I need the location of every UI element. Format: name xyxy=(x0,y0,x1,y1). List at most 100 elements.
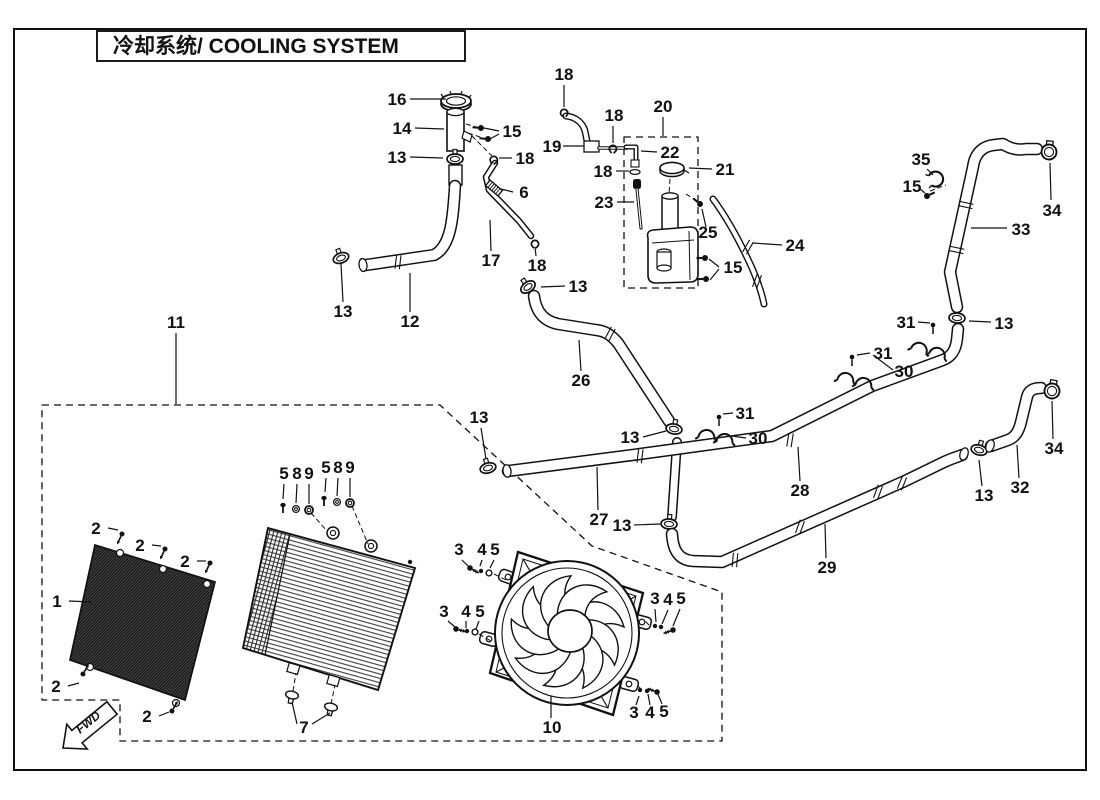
hose-27-28 xyxy=(501,322,965,478)
leader-line xyxy=(447,620,456,628)
part-number-31: 31 xyxy=(736,404,755,423)
leader-line xyxy=(701,208,707,228)
assembly-dash-line xyxy=(351,505,369,545)
reservoir-cap-21 xyxy=(659,161,690,178)
leader-line xyxy=(291,701,298,725)
bolt-15 xyxy=(921,188,938,202)
part-number-26: 26 xyxy=(572,371,591,390)
part-number-34: 34 xyxy=(1045,439,1064,458)
leader-line xyxy=(414,127,445,130)
page-border xyxy=(13,28,1087,771)
part-number-35: 35 xyxy=(912,150,931,169)
assembly-dash-line xyxy=(467,132,487,140)
leader-line xyxy=(661,609,669,625)
leader-line xyxy=(640,150,658,153)
part-number-4: 4 xyxy=(663,590,673,609)
assembly-dash-line xyxy=(685,193,698,202)
fan-assembly xyxy=(478,550,653,717)
part-number-9: 9 xyxy=(304,464,313,483)
assembly-dash-line xyxy=(642,618,650,626)
leader-line xyxy=(336,477,339,497)
hose-29 xyxy=(665,447,969,569)
filler-neck xyxy=(446,107,473,152)
part-number-12: 12 xyxy=(401,312,420,331)
leader-line xyxy=(722,412,734,415)
part-number-2: 2 xyxy=(51,677,60,696)
part-number-19: 19 xyxy=(543,137,562,156)
leader-line xyxy=(824,523,827,559)
leader-line xyxy=(596,466,599,511)
part-number-5: 5 xyxy=(659,702,668,721)
part-number-2: 2 xyxy=(91,519,100,538)
part-number-5: 5 xyxy=(490,540,499,559)
hose-26 xyxy=(527,289,676,428)
part-number-9: 9 xyxy=(345,458,354,477)
leader-line xyxy=(709,268,720,281)
clamp-13 xyxy=(329,245,352,267)
leader-line xyxy=(656,691,663,705)
leader-line xyxy=(158,711,170,717)
leader-line xyxy=(483,127,500,132)
leader-line xyxy=(282,483,285,500)
leader-line xyxy=(324,477,327,493)
assembly-dash-lines xyxy=(292,123,947,705)
assembly-dash-line xyxy=(471,135,493,157)
assembly-dash-line xyxy=(310,512,328,532)
part-number-8: 8 xyxy=(333,458,342,477)
hose-joint-mark xyxy=(752,273,762,289)
hose-joint-ticks xyxy=(394,200,974,568)
part-number-7: 7 xyxy=(299,718,308,737)
leader-line xyxy=(500,188,514,193)
part-number-18: 18 xyxy=(555,65,574,84)
radiator-cap xyxy=(440,90,472,112)
hose-joint-mark xyxy=(958,200,974,210)
part-number-33: 33 xyxy=(1012,220,1031,239)
part-number-13: 13 xyxy=(621,428,640,447)
reservoir-body xyxy=(646,226,699,284)
part-number-3: 3 xyxy=(439,602,448,621)
part-number-18: 18 xyxy=(528,256,547,275)
hose-24 xyxy=(709,195,768,308)
assembly-dash-line xyxy=(634,682,642,690)
part-number-18: 18 xyxy=(594,162,613,181)
part-number-2: 2 xyxy=(180,552,189,571)
leader-line xyxy=(340,263,344,303)
part-number-23: 23 xyxy=(595,193,614,212)
part-number-1: 1 xyxy=(52,592,61,611)
reservoir-assembly-box xyxy=(623,136,699,289)
part-number-15: 15 xyxy=(503,122,522,141)
part-number-3: 3 xyxy=(650,589,659,608)
title-box: 冷却系统/ COOLING SYSTEM xyxy=(96,30,466,62)
leader-line xyxy=(480,427,487,460)
leader-line xyxy=(731,435,747,439)
part-number-18: 18 xyxy=(605,106,624,125)
part-number-29: 29 xyxy=(818,558,837,577)
leader-line xyxy=(642,430,667,438)
leader-line xyxy=(647,693,651,706)
part-number-3: 3 xyxy=(454,540,463,559)
leader-line xyxy=(479,559,483,567)
assembly-dash-line xyxy=(330,684,336,705)
part-number-13: 13 xyxy=(334,302,353,321)
part-number-13: 13 xyxy=(470,408,489,427)
part-number-15: 15 xyxy=(724,258,743,277)
part-number-21: 21 xyxy=(716,160,735,179)
radiator-assembly-box xyxy=(41,404,723,742)
leader-line xyxy=(1051,400,1054,440)
fwd-arrow: FWD xyxy=(62,700,119,750)
leader-line xyxy=(978,459,983,487)
leader-line xyxy=(151,544,162,547)
spring-clip-6 xyxy=(484,179,504,197)
elbow-22 xyxy=(623,144,639,164)
part-number-16: 16 xyxy=(388,90,407,109)
clamp-13 xyxy=(476,455,498,476)
part-number-28: 28 xyxy=(791,481,810,500)
part-number-2: 2 xyxy=(142,707,151,726)
radiator-fasteners xyxy=(279,494,355,515)
part-number-34: 34 xyxy=(1043,201,1062,220)
assembly-dash-line xyxy=(929,184,947,192)
leader-line xyxy=(708,258,720,268)
hose-joint-mark xyxy=(394,254,402,270)
leader-line xyxy=(872,354,894,371)
